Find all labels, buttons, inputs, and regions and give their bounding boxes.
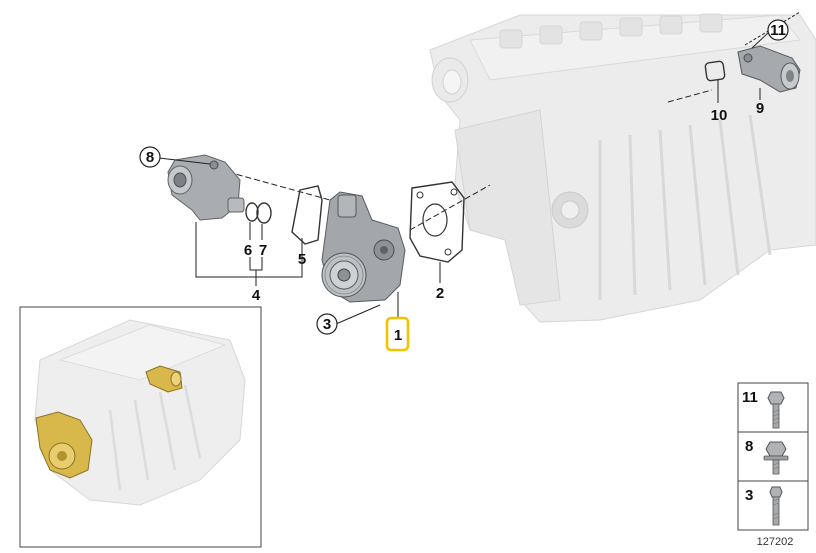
svg-text:3: 3 (323, 316, 331, 333)
coolant-outlet-part[interactable] (737, 45, 801, 93)
svg-text:9: 9 (756, 100, 764, 117)
inset-highlight-water-pump (35, 411, 93, 479)
svg-text:7: 7 (259, 242, 267, 259)
svg-text:11: 11 (742, 389, 758, 406)
catalog-number: 127202 (757, 536, 794, 548)
engine-overview-inset (19, 306, 262, 548)
gasket-2-part[interactable] (409, 181, 465, 263)
legend-row-11[interactable]: 11 (742, 389, 785, 429)
callout-8[interactable]: 8 (139, 146, 161, 168)
svg-text:6: 6 (244, 242, 252, 259)
seal-10-part[interactable] (704, 60, 726, 82)
callout-2[interactable]: 2 (436, 285, 444, 302)
svg-text:8: 8 (146, 149, 154, 166)
callout-7[interactable]: 7 (259, 242, 267, 259)
legend-row-3[interactable]: 3 (745, 486, 783, 526)
hex-bolt-long-icon (767, 391, 785, 429)
leader-lines (158, 32, 769, 325)
svg-text:11: 11 (770, 22, 786, 39)
svg-text:8: 8 (745, 438, 753, 455)
fastener-legend: 11 8 (737, 382, 809, 548)
o-ring-7[interactable] (256, 202, 272, 224)
svg-text:3: 3 (745, 487, 753, 504)
legend-row-8[interactable]: 8 (745, 438, 789, 475)
callout-4[interactable]: 4 (252, 287, 261, 304)
gasket-5-part[interactable] (291, 185, 323, 245)
callout-6[interactable]: 6 (244, 242, 252, 259)
svg-text:1: 1 (394, 327, 402, 344)
svg-text:10: 10 (711, 107, 728, 124)
svg-text:5: 5 (298, 251, 306, 268)
svg-text:4: 4 (252, 287, 261, 304)
callout-5[interactable]: 5 (298, 251, 306, 268)
stud-bolt-icon (769, 486, 783, 526)
inset-highlight-thermostat (145, 365, 183, 393)
o-ring-6[interactable] (245, 202, 259, 222)
engine-block-illustration (429, 13, 816, 323)
callout-10[interactable]: 10 (711, 107, 728, 124)
callout-3[interactable]: 3 (316, 313, 338, 335)
flange-bolt-icon (763, 441, 789, 475)
water-pump-part[interactable] (321, 191, 406, 303)
callout-1-selected[interactable]: 1 (385, 316, 410, 352)
callout-11[interactable]: 11 (767, 19, 789, 41)
callout-9[interactable]: 9 (756, 100, 764, 117)
svg-text:2: 2 (436, 285, 444, 302)
thermostat-housing-part[interactable] (167, 154, 245, 221)
